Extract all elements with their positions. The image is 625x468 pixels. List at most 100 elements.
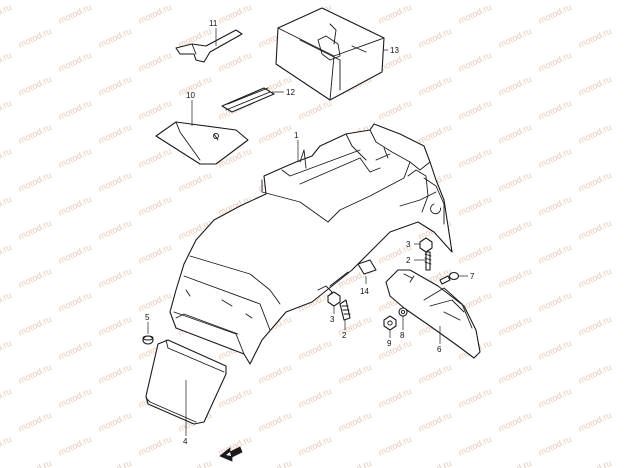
watermark-text: motod.ru (0, 2, 13, 26)
watermark-text: motod.ru (537, 290, 573, 314)
watermark-text: motod.ru (497, 74, 533, 98)
watermark-text: motod.ru (577, 410, 613, 434)
watermark-text: motod.ru (17, 74, 53, 98)
watermark-text: motod.ru (297, 338, 333, 362)
watermark-text: motod.ru (417, 26, 453, 50)
watermark-text: motod.ru (537, 338, 573, 362)
watermark-text: motod.ru (97, 26, 133, 50)
watermark-text: motod.ru (497, 0, 533, 2)
watermark-text: motod.ru (577, 458, 613, 468)
watermark-text: motod.ru (577, 74, 613, 98)
watermark-text: motod.ru (537, 194, 573, 218)
watermark-text: motod.ru (337, 0, 373, 2)
watermark-text: motod.ru (417, 410, 453, 434)
part-2-bolt-lower (339, 299, 351, 321)
watermark-text: motod.ru (137, 50, 173, 74)
callout-14: 14 (360, 287, 369, 296)
callout-13: 13 (390, 46, 399, 55)
part-5-grommet (142, 335, 154, 345)
watermark-text: motod.ru (497, 458, 533, 468)
watermark-text: motod.ru (17, 410, 53, 434)
watermark-text: motod.ru (137, 2, 173, 26)
callout-4: 4 (183, 437, 188, 446)
watermark-text: motod.ru (0, 50, 13, 74)
part-11-strap (175, 29, 243, 63)
watermark-text: motod.ru (97, 314, 133, 338)
watermark-text: motod.ru (417, 74, 453, 98)
watermark-text: motod.ru (417, 458, 453, 468)
watermark-text: motod.ru (0, 290, 13, 314)
watermark-text: motod.ru (377, 386, 413, 410)
watermark-text: motod.ru (137, 194, 173, 218)
watermark-text: motod.ru (17, 170, 53, 194)
watermark-text: motod.ru (497, 26, 533, 50)
part-9-nut (383, 315, 397, 331)
callout-3-lower: 3 (330, 315, 335, 324)
watermark-text: motod.ru (417, 362, 453, 386)
watermark-text: motod.ru (97, 218, 133, 242)
watermark-text: motod.ru (577, 266, 613, 290)
watermark-text: motod.ru (497, 362, 533, 386)
watermark-text: motod.ru (17, 0, 53, 2)
watermark-text: motod.ru (577, 314, 613, 338)
watermark-text: motod.ru (537, 242, 573, 266)
watermark-text: motod.ru (177, 458, 213, 468)
watermark-text: motod.ru (377, 98, 413, 122)
watermark-text: motod.ru (257, 122, 293, 146)
watermark-text: motod.ru (0, 434, 13, 458)
watermark-text: motod.ru (97, 362, 133, 386)
watermark-text: motod.ru (97, 170, 133, 194)
callout-6: 6 (437, 345, 442, 354)
watermark-text: motod.ru (377, 434, 413, 458)
part-1-rear-fender (169, 123, 453, 365)
watermark-text: motod.ru (17, 362, 53, 386)
watermark-text: motod.ru (337, 458, 373, 468)
watermark-text: motod.ru (457, 2, 493, 26)
callout-5: 5 (145, 313, 150, 322)
watermark-text: motod.ru (257, 0, 293, 2)
watermark-text: motod.ru (577, 362, 613, 386)
watermark-text: motod.ru (257, 410, 293, 434)
watermark-text: motod.ru (537, 2, 573, 26)
watermark-text: motod.ru (257, 362, 293, 386)
watermark-text: motod.ru (377, 338, 413, 362)
front-direction-arrow-icon (219, 446, 243, 462)
watermark-text: motod.ru (577, 122, 613, 146)
watermark-text: motod.ru (0, 146, 13, 170)
watermark-text: motod.ru (57, 434, 93, 458)
leader-lines (147, 28, 468, 436)
watermark-text: motod.ru (57, 50, 93, 74)
watermark-text: motod.ru (457, 50, 493, 74)
callout-9: 9 (387, 339, 392, 348)
watermark-text: motod.ru (457, 98, 493, 122)
watermark-text: motod.ru (137, 242, 173, 266)
watermark-text: motod.ru (97, 266, 133, 290)
part-3-nut-upper (419, 237, 433, 253)
watermark-text: motod.ru (497, 170, 533, 194)
part-12-band (221, 87, 275, 113)
watermark-text: motod.ru (0, 98, 13, 122)
watermark-text: motod.ru (137, 290, 173, 314)
watermark-text: motod.ru (97, 458, 133, 468)
watermark-text: motod.ru (17, 122, 53, 146)
watermark-text: motod.ru (217, 50, 253, 74)
watermark-text: motod.ru (537, 434, 573, 458)
part-3-nut-lower (327, 291, 341, 307)
part-7-screw (439, 271, 460, 285)
part-10-cover-plate (155, 121, 249, 165)
part-2-bolt-upper (424, 251, 432, 271)
watermark-text: motod.ru (377, 2, 413, 26)
watermark-text: motod.ru (97, 122, 133, 146)
callout-10: 10 (186, 91, 195, 100)
watermark-text: motod.ru (57, 2, 93, 26)
watermark-text: motod.ru (137, 146, 173, 170)
watermark-text: motod.ru (137, 98, 173, 122)
watermark-text: motod.ru (17, 314, 53, 338)
watermark-text: motod.ru (0, 242, 13, 266)
callout-12: 12 (286, 88, 295, 97)
watermark-text: motod.ru (457, 386, 493, 410)
callout-2-lower: 2 (342, 331, 347, 340)
callout-3-upper: 3 (406, 240, 411, 249)
watermark-text: motod.ru (497, 218, 533, 242)
